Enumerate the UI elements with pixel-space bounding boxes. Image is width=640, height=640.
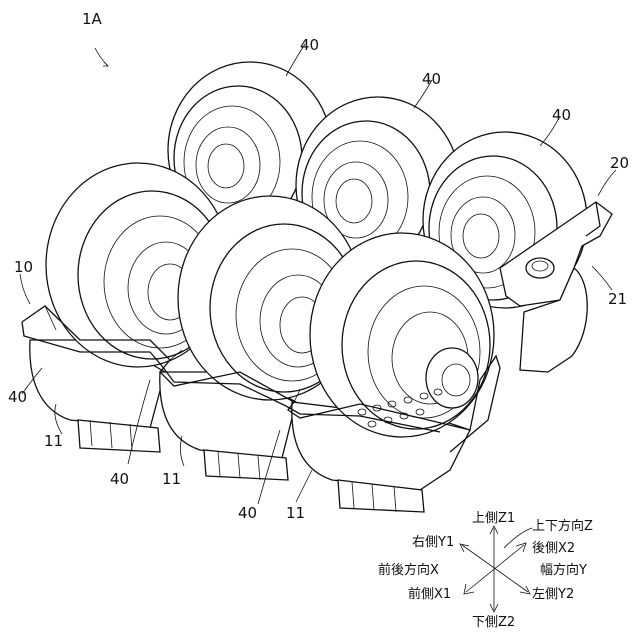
label-tray-rear: 20 — [610, 154, 629, 172]
axis-label-right: 右側Y1 — [412, 535, 454, 550]
label-holder-1: 11 — [44, 432, 63, 450]
axis-label-rear: 後側X2 — [532, 541, 575, 556]
label-wheel-4: 40 — [8, 388, 27, 406]
label-assembly: 1A — [82, 10, 103, 28]
axis-label-left: 左側Y2 — [532, 587, 574, 602]
wheel-front-right — [310, 233, 494, 437]
label-wheel-2: 40 — [422, 70, 441, 88]
axis-diagram — [460, 526, 532, 612]
axis-label-up: 上側Z1 — [472, 511, 515, 526]
label-wheel-1: 40 — [300, 36, 319, 54]
label-rear-base: 21 — [608, 290, 627, 308]
label-wheel-6: 40 — [238, 504, 257, 522]
axis-label-vertical: 上下方向Z — [532, 518, 593, 534]
label-wheel-3: 40 — [552, 106, 571, 124]
label-wheel-5: 40 — [110, 470, 129, 488]
label-holder-3: 11 — [286, 504, 305, 522]
label-tray-front: 10 — [14, 258, 33, 276]
axis-label-front-rear: 前後方向X — [378, 562, 439, 578]
label-holder-2: 11 — [162, 470, 181, 488]
axis-label-front: 前側X1 — [408, 586, 451, 602]
axis-label-width: 幅方向Y — [540, 562, 587, 578]
axis-label-down: 下側Z2 — [472, 615, 515, 630]
